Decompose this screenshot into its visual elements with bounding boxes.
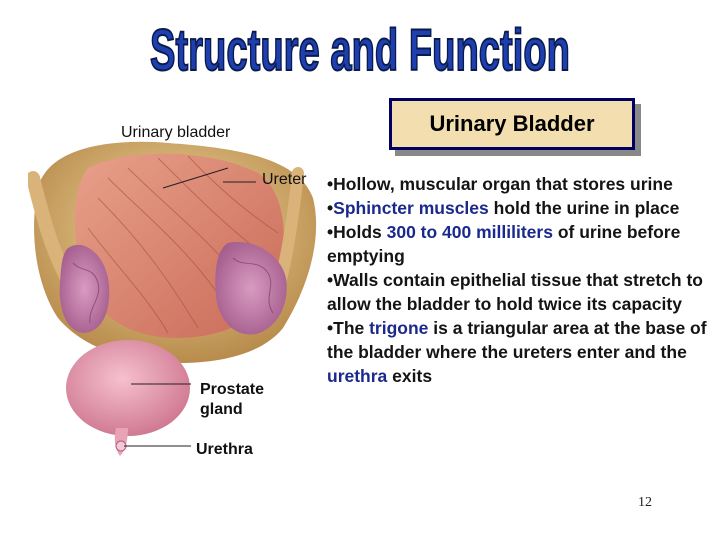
slide-title-text: Structure and Function [150, 18, 570, 83]
bullet-text: of urine before emptying [327, 222, 681, 266]
slide-title: Structure and Function [149, 17, 571, 84]
bullet-item: •Walls contain epithelial tissue that st… [327, 268, 717, 316]
bullet-text: • [327, 198, 334, 218]
bullet-text: •Hollow, muscular organ that stores urin… [327, 174, 673, 194]
bullet-highlight: Sphincter muscles [333, 198, 489, 218]
bullet-text: •The [327, 318, 370, 338]
label-urinary-bladder: Urinary bladder [121, 124, 231, 141]
bullet-text: exits [387, 366, 433, 386]
bullet-list: •Hollow, muscular organ that stores urin… [327, 172, 717, 388]
bullet-item: •Hollow, muscular organ that stores urin… [327, 172, 717, 196]
left-seminal-vesicle [59, 244, 110, 333]
heading-box: Urinary Bladder [389, 98, 635, 150]
label-ureter: Ureter [262, 171, 307, 188]
vesicle-coils [72, 257, 274, 324]
bullet-text: hold the urine in place [488, 198, 680, 218]
bullet-item: •Sphincter muscles hold the urine in pla… [327, 196, 717, 220]
page-number: 12 [638, 495, 652, 510]
heading-box-text: Urinary Bladder [429, 111, 595, 136]
right-seminal-vesicle [215, 242, 287, 335]
bullet-item: •Holds 300 to 400 milliliters of urine b… [327, 220, 717, 268]
label-prostate-gland: Prostate gland [200, 381, 265, 418]
bullet-highlight: trigone [369, 318, 429, 338]
bullet-item: •The trigone is a triangular area at the… [327, 316, 717, 388]
prostate-gland-shape [66, 340, 190, 436]
bullet-text: •Walls contain epithelial tissue that st… [327, 270, 703, 314]
bladder-leader-line [162, 167, 229, 189]
bladder-illustration [28, 141, 317, 456]
bullet-text: •Holds [327, 222, 387, 242]
bullet-highlight: urethra [327, 366, 388, 386]
bullet-text: is a triangular area at the base of the … [327, 318, 707, 362]
label-urethra: Urethra [196, 441, 253, 458]
bullet-highlight: 300 to 400 milliliters [386, 222, 553, 242]
